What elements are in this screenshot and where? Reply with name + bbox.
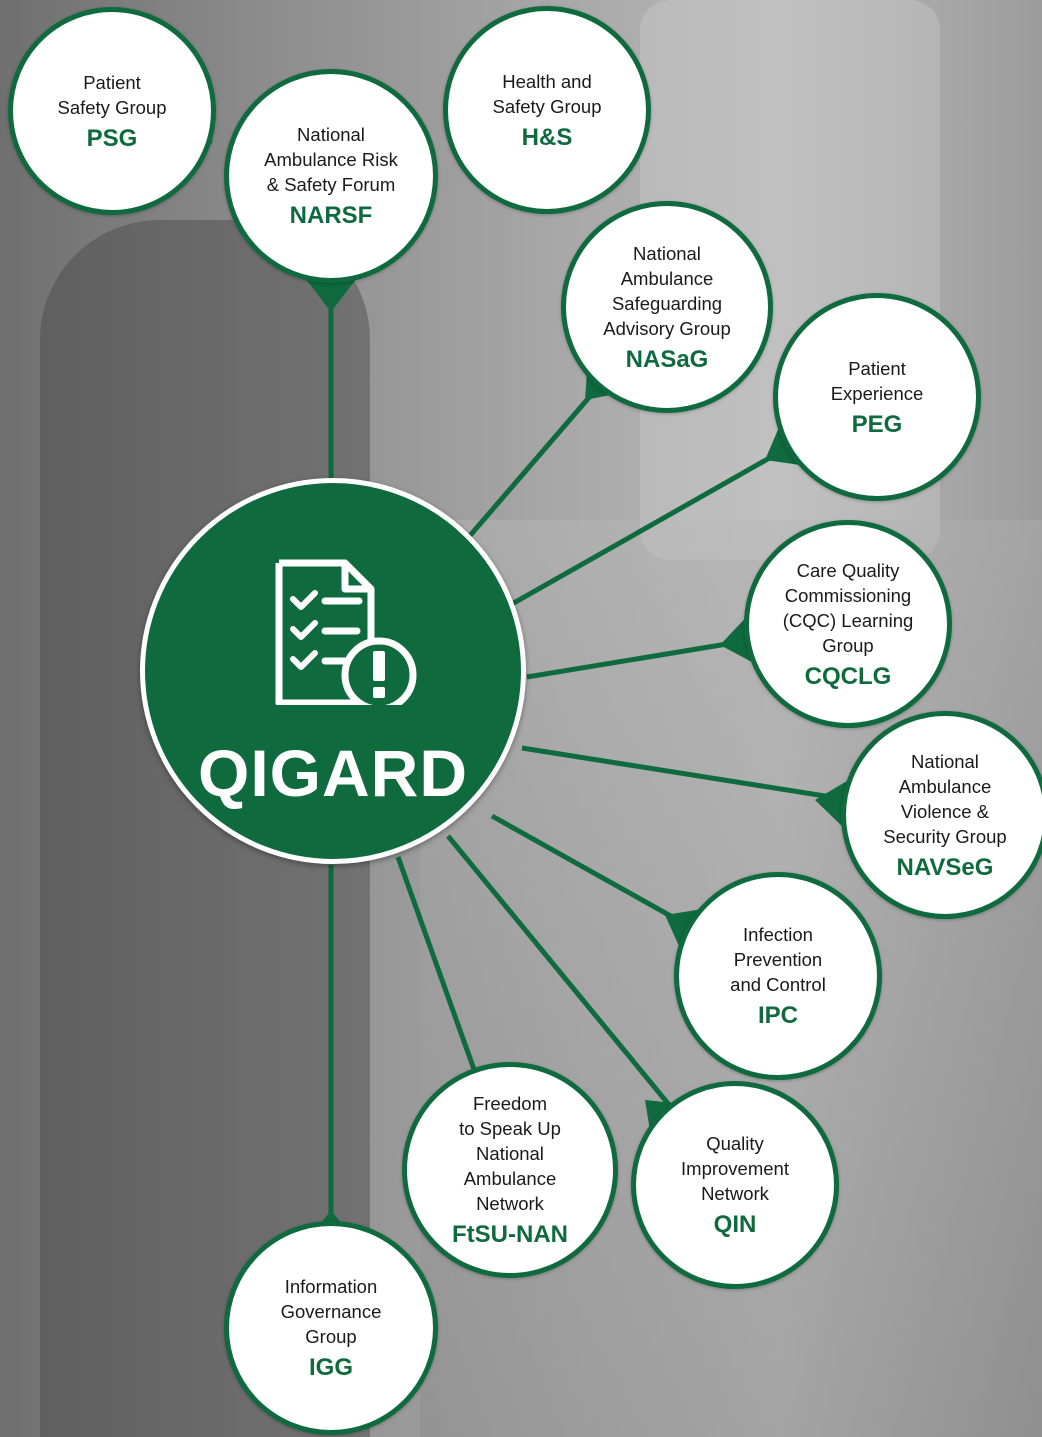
node-abbreviation: PSG <box>86 124 138 152</box>
node-label: Patient Experience <box>830 357 924 404</box>
node-abbreviation: PEG <box>851 410 903 438</box>
node-abbreviation: NARSF <box>289 202 373 229</box>
node-label: Information Governance Group <box>280 1276 382 1347</box>
node-navseg: National Ambulance Violence & Security G… <box>841 711 1042 919</box>
node-abbreviation: QIN <box>713 1211 757 1238</box>
hub-node: QIGARD <box>140 478 526 864</box>
node-label: Care Quality Commissioning (CQC) Learnin… <box>782 559 914 656</box>
node-label: Infection Prevention and Control <box>730 924 826 995</box>
node-nasag: National Ambulance Safeguarding Advisory… <box>561 201 773 413</box>
node-abbreviation: H&S <box>521 123 573 151</box>
node-label: National Ambulance Violence & Security G… <box>883 750 1007 847</box>
node-abbreviation: NASaG <box>625 345 709 373</box>
hub-title: QIGARD <box>198 736 468 810</box>
node-ftsu: Freedom to Speak Up National Ambulance N… <box>402 1062 618 1278</box>
node-abbreviation: CQCLG <box>804 662 892 690</box>
connector-arrow-narsf <box>305 278 357 312</box>
node-label: Patient Safety Group <box>57 71 167 118</box>
node-label: Freedom to Speak Up National Ambulance N… <box>459 1093 561 1214</box>
node-label: Health and Safety Group <box>492 70 602 117</box>
checklist-alert-icon <box>275 559 417 705</box>
node-abbreviation: NAVSeG <box>896 853 994 881</box>
node-label: National Ambulance Risk & Safety Forum <box>264 124 398 195</box>
node-abbreviation: IGG <box>308 1354 353 1381</box>
node-label: Quality Improvement Network <box>681 1133 789 1204</box>
node-label: National Ambulance Safeguarding Advisory… <box>603 242 731 339</box>
node-cqclg: Care Quality Commissioning (CQC) Learnin… <box>744 520 952 728</box>
node-abbreviation: FtSU-NAN <box>452 1221 568 1248</box>
node-abbreviation: IPC <box>757 1002 798 1029</box>
